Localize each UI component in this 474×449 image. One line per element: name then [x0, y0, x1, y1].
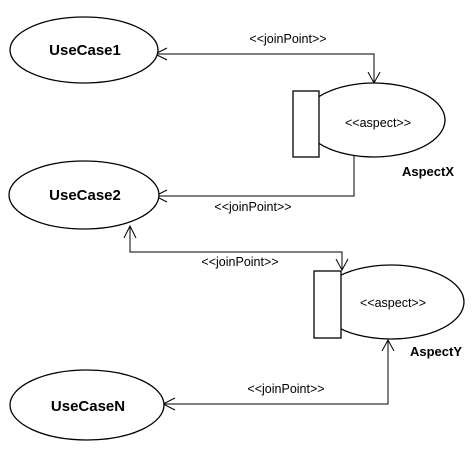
usecase-label: UseCase1	[49, 42, 121, 59]
connector-label: <<joinPoint>>	[214, 200, 291, 214]
arrowhead-aspecty	[381, 338, 395, 352]
connector-line	[163, 340, 389, 405]
connector-usecasen-aspecty: <<joinPoint>>	[161, 338, 395, 411]
usecase-ellipse	[8, 160, 160, 230]
connector-label: <<joinPoint>>	[247, 382, 324, 396]
connector-label: <<joinPoint>>	[201, 255, 278, 269]
aspecty[interactable]: <<aspect>> AspectY	[313, 264, 465, 359]
aspect-name: AspectY	[410, 344, 462, 359]
usecase2[interactable]: UseCase2	[8, 160, 160, 230]
connector-aspectx-usecase2: <<joinPoint>>	[153, 150, 355, 214]
arrowhead-aspecty	[335, 258, 349, 272]
connector-label: <<joinPoint>>	[249, 32, 326, 46]
usecase-label: UseCaseN	[51, 398, 125, 415]
usecase-label: UseCase2	[49, 187, 121, 204]
connector-line	[155, 150, 355, 197]
usecase-ellipse	[9, 369, 165, 441]
connector-line	[129, 226, 343, 270]
aspectx[interactable]: <<aspect>> AspectX	[292, 82, 454, 179]
usecase1[interactable]: UseCase1	[9, 16, 159, 84]
usecase-ellipse	[9, 16, 159, 84]
aspect-tab	[292, 90, 320, 158]
usecasen[interactable]: UseCaseN	[9, 369, 165, 441]
aspect-stereotype: <<aspect>>	[345, 116, 411, 130]
aspect-tab	[313, 270, 342, 339]
connector-usecase2-aspecty: <<joinPoint>>	[123, 224, 349, 272]
aspect-stereotype: <<aspect>>	[360, 296, 426, 310]
connector-usecase1-aspectx: <<joinPoint>>	[153, 32, 381, 85]
arrowhead-usecase2	[123, 224, 137, 239]
aspect-name: AspectX	[402, 164, 454, 179]
connector-line	[155, 53, 375, 83]
